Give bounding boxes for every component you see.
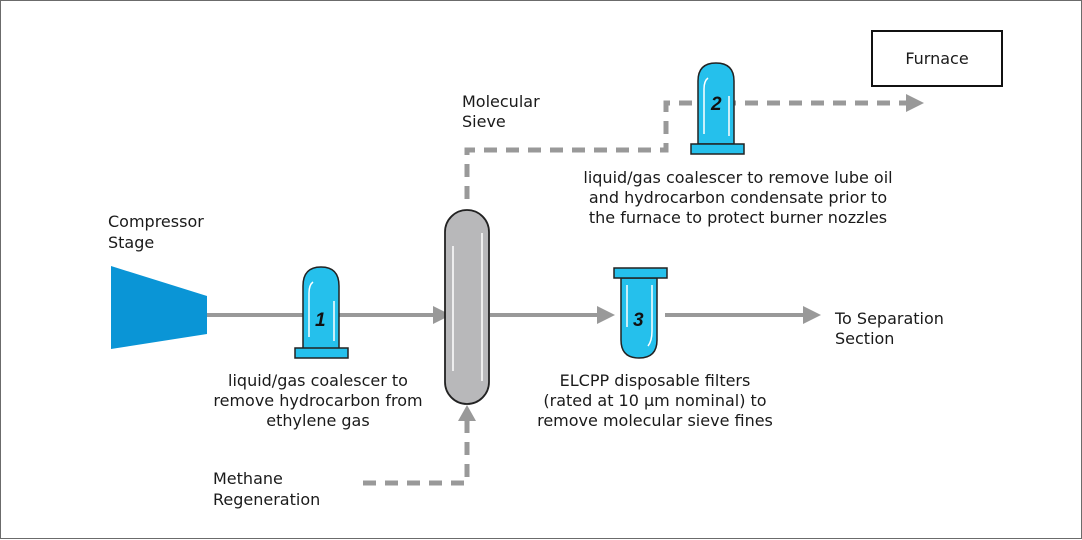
filter-2-description-line2: and hydrocarbon condensate prior to — [589, 188, 887, 207]
filter-3-description-line2: (rated at 10 µm nominal) to — [543, 391, 766, 410]
filter-3-description-line3: remove molecular sieve fines — [537, 411, 773, 430]
filter-1-description-line2: remove hydrocarbon from — [213, 391, 422, 410]
dashed-line-methane-regeneration — [363, 421, 470, 486]
filter-3-vessel — [613, 267, 668, 359]
sieve-label-line2: Sieve — [462, 112, 506, 131]
dashed-line-sieve-to-furnace — [464, 100, 906, 199]
arrow-into-filter3-icon — [597, 306, 615, 324]
filter-2-description-line3: the furnace to protect burner nozzles — [589, 208, 887, 227]
filter-1-vessel — [294, 266, 349, 359]
molecular-sieve-column — [444, 209, 490, 405]
filter-2-vessel — [690, 62, 745, 155]
compressor-label-line2: Stage — [108, 233, 154, 252]
furnace-label: Furnace — [905, 49, 968, 68]
sieve-label-line1: Molecular — [462, 92, 540, 111]
filter-2-description-line1: liquid/gas coalescer to remove lube oil — [583, 168, 892, 187]
filter-1-description-line1: liquid/gas coalescer to — [228, 371, 408, 390]
arrow-to-furnace-icon — [906, 94, 924, 112]
furnace-box — [871, 30, 1003, 87]
arrow-into-sieve-icon — [433, 306, 451, 324]
filter-1-description-line3: ethylene gas — [266, 411, 369, 430]
compressor-icon — [111, 266, 207, 349]
filter-2-number: 2 — [710, 94, 722, 115]
compressor-label-line1: Compressor — [108, 212, 204, 231]
arrow-to-separation-icon — [803, 306, 821, 324]
arrow-into-sieve-bottom-icon — [458, 405, 476, 421]
filter-3-description-line1: ELCPP disposable filters — [560, 371, 751, 390]
filter-3-number: 3 — [633, 310, 644, 331]
filter-1-number: 1 — [315, 310, 326, 331]
methane-label-line2: Regeneration — [213, 490, 320, 509]
separation-label-line2: Section — [835, 329, 894, 348]
separation-label-line1: To Separation — [834, 309, 944, 328]
methane-label-line1: Methane — [213, 469, 283, 488]
